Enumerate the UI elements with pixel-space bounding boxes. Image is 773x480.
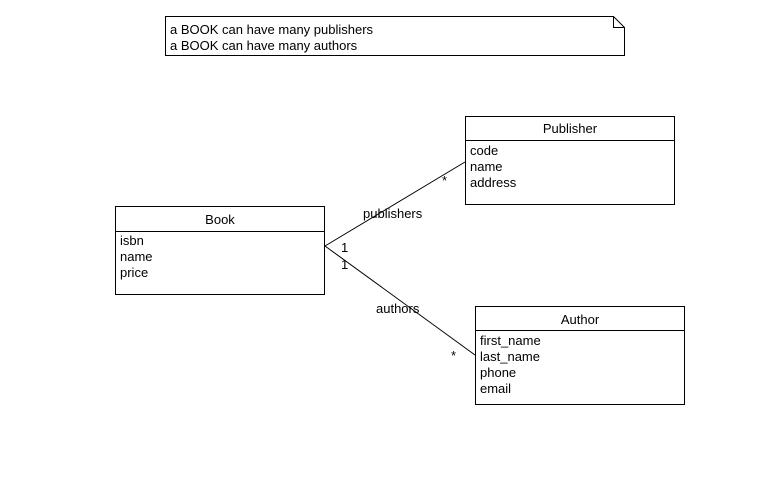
authors-association-label: authors	[376, 301, 420, 316]
class-book-box	[115, 206, 325, 295]
class-book-attribute: price	[120, 265, 148, 280]
note-fold	[613, 16, 625, 28]
class-publisher-box	[465, 116, 675, 205]
class-publisher[interactable]: Publisher code name address	[465, 116, 675, 205]
publishers-association-line	[324, 161, 466, 247]
class-author-attribute: email	[480, 381, 511, 396]
class-book[interactable]: Book isbn name price	[115, 206, 325, 295]
class-book-name: Book	[205, 212, 235, 227]
class-author-attribute: first_name	[480, 333, 541, 348]
note-shape	[165, 16, 625, 56]
class-publisher-attribute: code	[470, 143, 498, 158]
class-publisher-attribute: address	[470, 175, 517, 190]
class-author[interactable]: Author first_name last_name phone email	[475, 306, 685, 405]
note-line-2: a BOOK can have many authors	[170, 38, 358, 53]
class-author-attribute: phone	[480, 365, 516, 380]
note-line-1: a BOOK can have many publishers	[170, 22, 374, 37]
class-book-attribute: isbn	[120, 233, 144, 248]
authors-target-multiplicity: *	[451, 348, 456, 363]
publishers-target-multiplicity: *	[442, 173, 447, 188]
class-publisher-name: Publisher	[543, 121, 598, 136]
publishers-source-multiplicity: 1	[341, 240, 348, 255]
publishers-association-label: publishers	[363, 206, 423, 221]
authors-source-multiplicity: 1	[341, 257, 348, 272]
class-author-attribute: last_name	[480, 349, 540, 364]
authors-association-line	[324, 245, 476, 356]
note: a BOOK can have many publishers a BOOK c…	[165, 16, 625, 56]
class-author-name: Author	[561, 312, 600, 327]
class-publisher-attribute: name	[470, 159, 503, 174]
class-book-attribute: name	[120, 249, 153, 264]
class-author-box	[475, 306, 685, 405]
